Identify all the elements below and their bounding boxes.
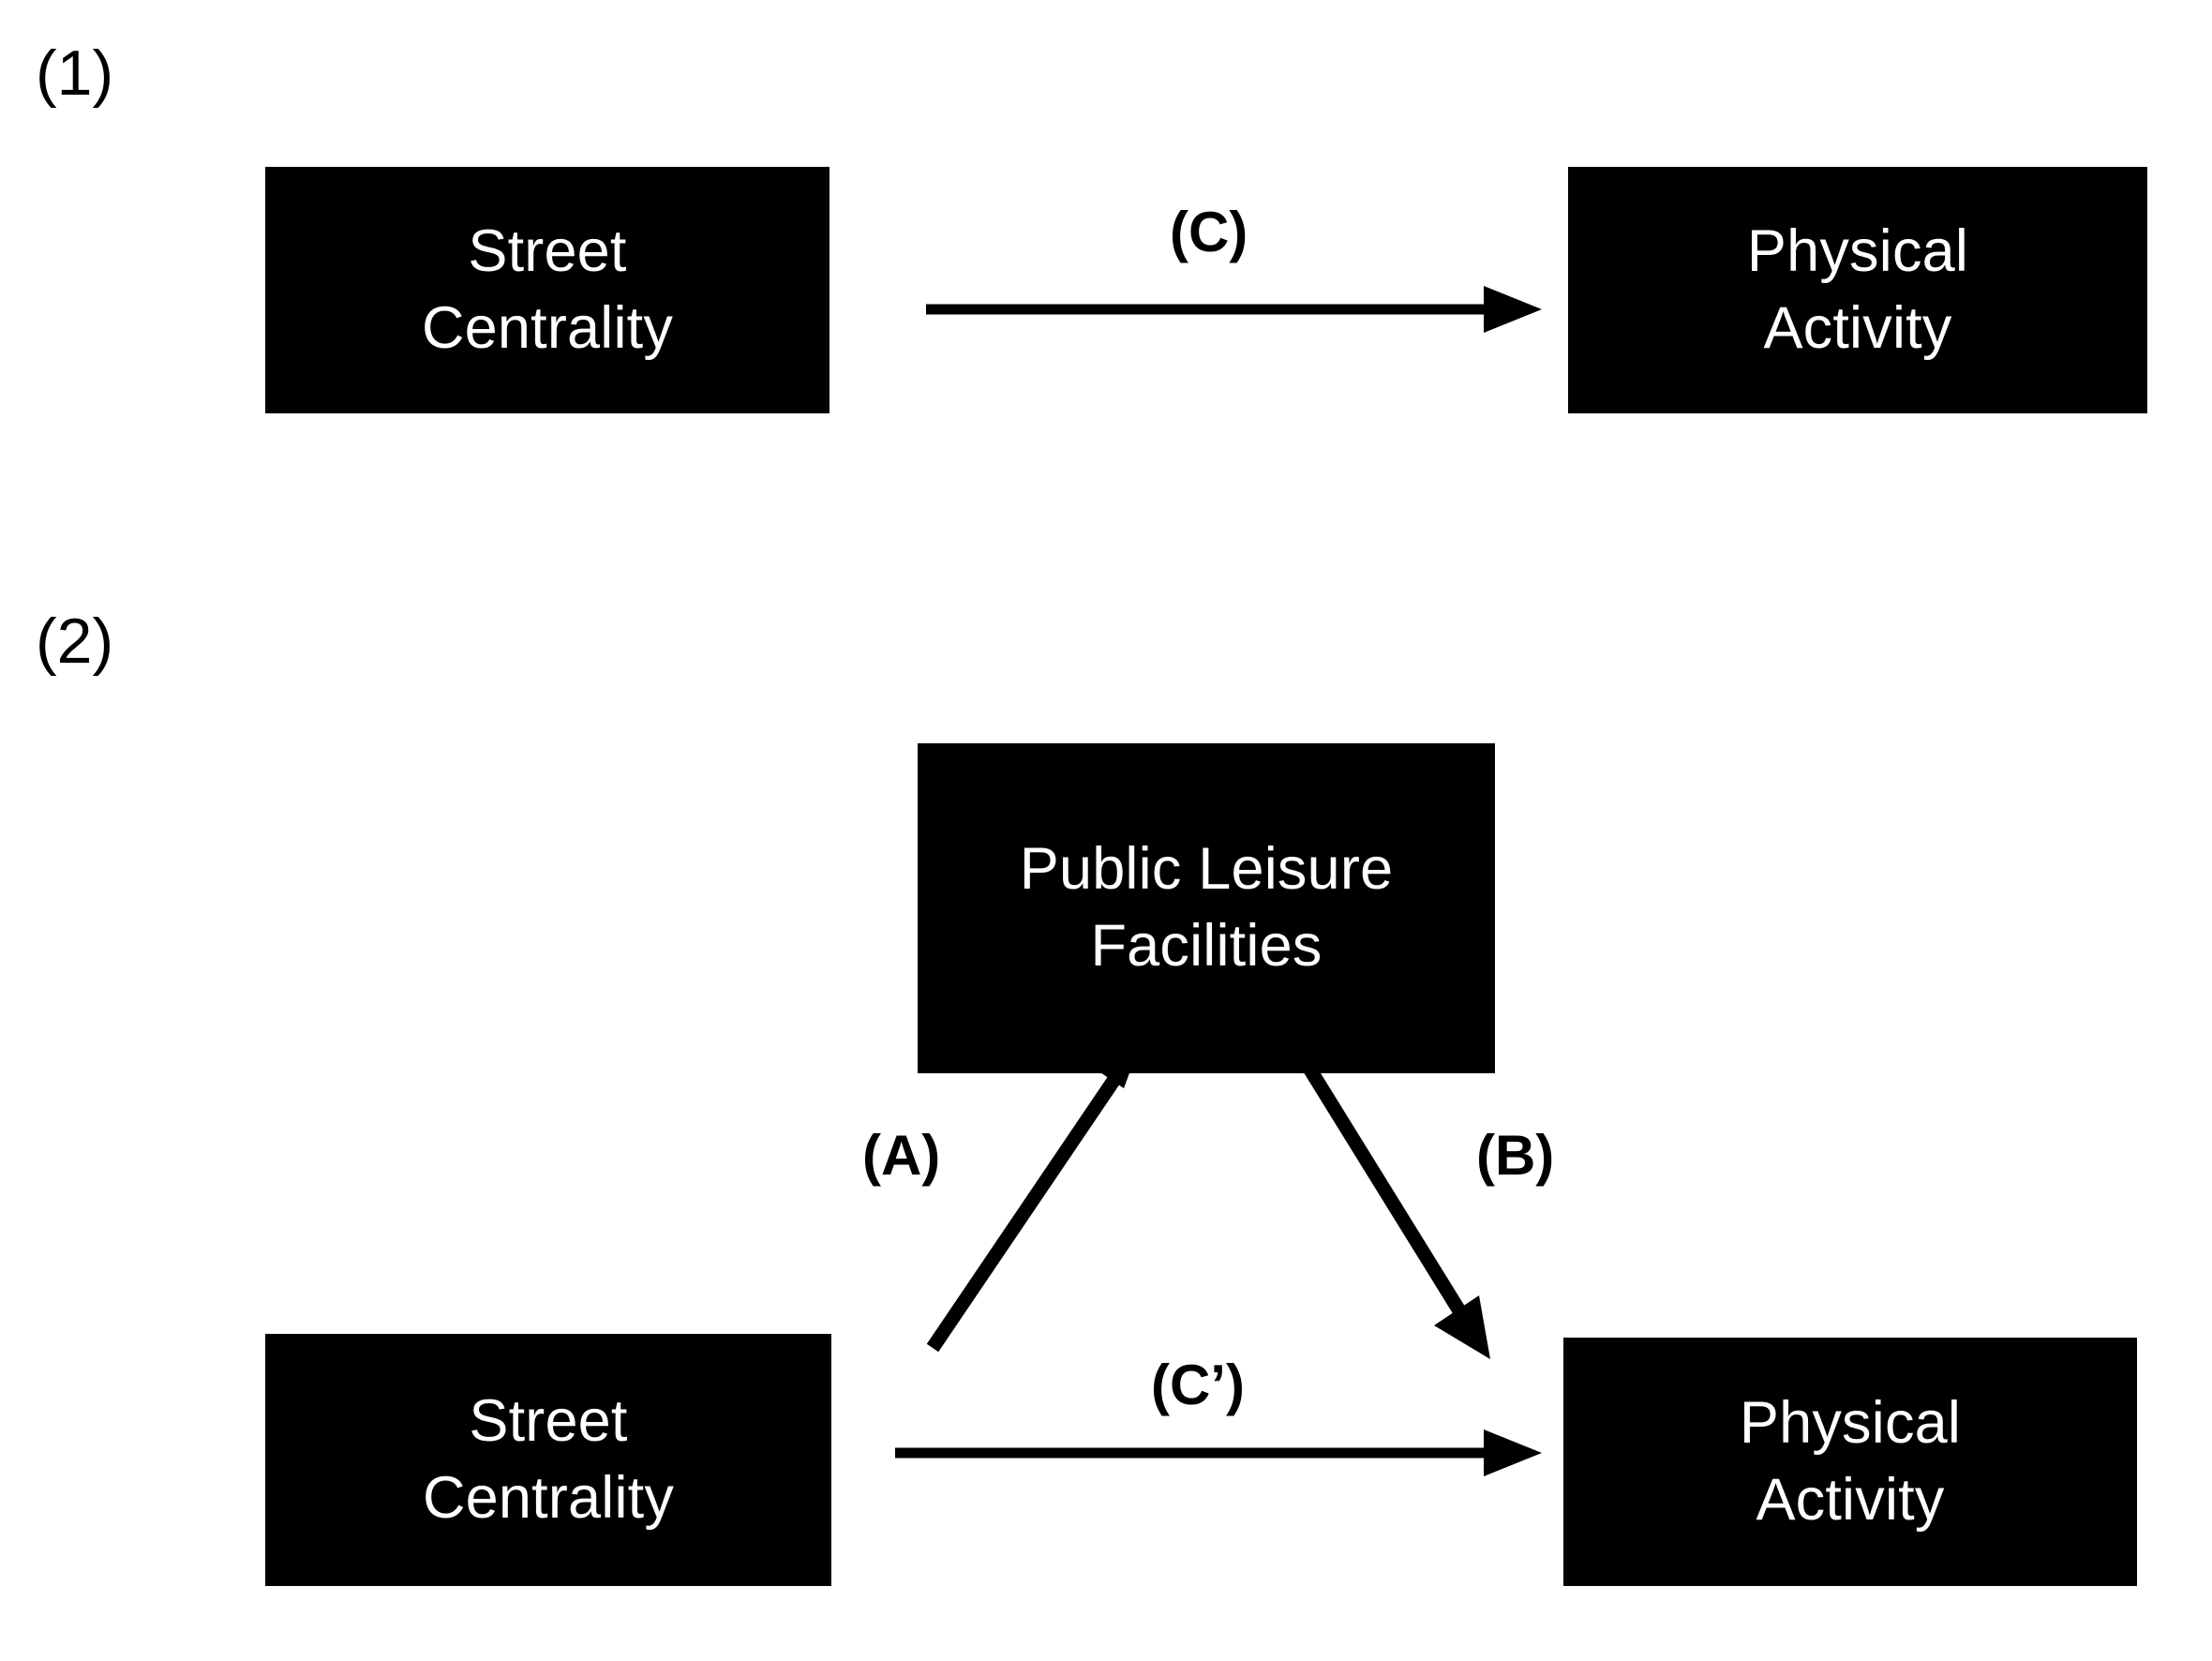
panel-2-node-public-leisure-facilities: Public Leisure Facilities bbox=[918, 743, 1495, 1073]
panel-2-label: (2) bbox=[36, 606, 114, 677]
panel-2-node-street-centrality: Street Centrality bbox=[265, 1334, 831, 1586]
panel-2-arrow-c-prime bbox=[895, 1429, 1542, 1476]
panel-1-node-physical-activity-line2: Activity bbox=[1763, 294, 1952, 361]
panel-2-arrow-a bbox=[926, 1038, 1143, 1353]
panel-1-node-street-centrality-line2: Centrality bbox=[421, 294, 674, 361]
panel-2-node-physical-activity-line1: Physical bbox=[1739, 1389, 1962, 1456]
panel-2-edge-label-b: (B) bbox=[1476, 1124, 1555, 1187]
panel-1-node-street-centrality-line1: Street bbox=[468, 217, 627, 284]
panel-1-arrow-c bbox=[926, 286, 1542, 333]
panel-2-arrow-b bbox=[1293, 1048, 1490, 1359]
panel-2-node-public-leisure-facilities-line1: Public Leisure bbox=[1019, 836, 1394, 903]
panel-1-label: (1) bbox=[36, 37, 114, 109]
panel-2-node-street-centrality-line1: Street bbox=[469, 1387, 628, 1454]
panel-1-node-physical-activity: Physical Activity bbox=[1568, 167, 2147, 413]
panel-2-node-physical-activity: Physical Activity bbox=[1563, 1338, 2137, 1586]
panel-1-node-street-centrality: Street Centrality bbox=[265, 167, 830, 413]
panel-2-edge-label-c-prime: (C’) bbox=[1151, 1354, 1245, 1416]
panel-1-edge-label-c: (C) bbox=[1170, 201, 1248, 263]
panel-1-node-physical-activity-line1: Physical bbox=[1746, 217, 1969, 284]
panel-2-node-street-centrality-line2: Centrality bbox=[422, 1464, 675, 1531]
panel-2-edge-label-a: (A) bbox=[862, 1124, 941, 1187]
panel-2-node-physical-activity-line2: Activity bbox=[1756, 1466, 1945, 1533]
panel-2-node-public-leisure-facilities-line2: Facilities bbox=[1090, 913, 1323, 979]
